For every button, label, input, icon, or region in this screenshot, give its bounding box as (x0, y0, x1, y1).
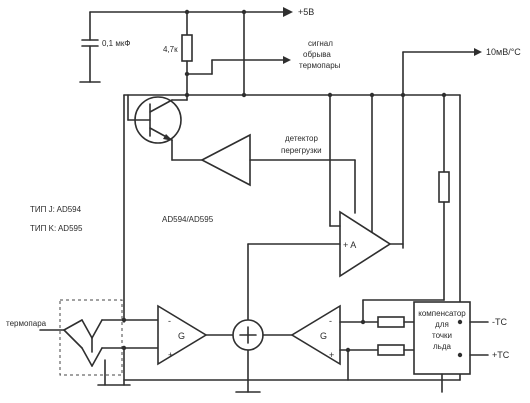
compensator-label-2: для (435, 320, 449, 329)
feedback-resistor (438, 92, 450, 301)
summing-junction (232, 319, 293, 381)
capacitor-label: 0,1 мкФ (102, 39, 130, 48)
comp-amp-gain-label: G (320, 331, 327, 341)
compensation-amplifier-g (290, 299, 445, 381)
output-amplifier-a (247, 92, 404, 321)
signal-label-3: термопары (299, 61, 341, 70)
overload-label-2: перегрузки (281, 146, 322, 155)
overload-label-1: детектор (285, 134, 318, 143)
thermocouple-label: термопара (6, 319, 47, 328)
input-amp-gain-label: G (178, 331, 185, 341)
output-label: 10мВ/°C (486, 47, 521, 57)
compensator-label-4: льда (433, 342, 452, 351)
capacitor (79, 39, 101, 83)
resistor-label: 4,7к (163, 45, 178, 54)
compensator-label-3: точки (432, 331, 452, 340)
signal-label-1: сигнал (308, 39, 333, 48)
signal-label-2: обрыва (303, 50, 331, 59)
amplifier-a-label: + A (343, 240, 356, 250)
compensator-resistors (377, 316, 415, 356)
supply-label: +5В (298, 7, 314, 17)
type-j-label: ТИП J: AD594 (30, 205, 82, 214)
overload-detector (200, 133, 356, 214)
compensator-label-1: компенсатор (418, 309, 466, 318)
overload-transistor (127, 92, 203, 161)
supply-arrow (283, 7, 293, 17)
minus-tc-label: -TC (492, 317, 507, 327)
tc-terminals (235, 319, 489, 393)
plus-tc-label: +TC (492, 350, 510, 360)
input-amp-plus: + (168, 350, 173, 360)
comp-amp-plus: + (329, 350, 334, 360)
ice-point-compensator (413, 301, 471, 375)
thermocouple-input (39, 299, 166, 386)
type-k-label: ТИП K: AD595 (30, 224, 83, 233)
output-line (400, 48, 482, 249)
input-amplifier-g (157, 304, 233, 366)
thermocouple-box (59, 299, 123, 376)
input-amp-minus: - (168, 316, 171, 326)
chip-label: AD594/AD595 (162, 215, 214, 224)
resistor-4k7 (181, 11, 291, 96)
comp-amp-minus: - (329, 316, 332, 326)
